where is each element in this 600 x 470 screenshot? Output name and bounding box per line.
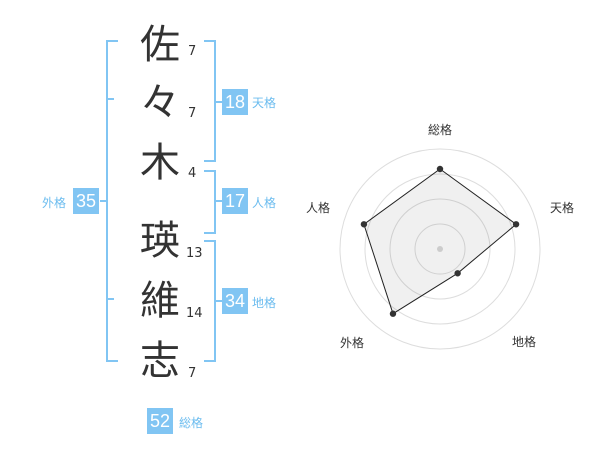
chikaku-value: 34 bbox=[222, 288, 248, 314]
soukaku-value: 52 bbox=[147, 408, 173, 434]
radar-axis-label-4: 人格 bbox=[305, 201, 330, 215]
bracket-tick-2 bbox=[106, 298, 114, 300]
stroke-count-6: 7 bbox=[188, 366, 197, 381]
stroke-count-5: 14 bbox=[186, 306, 203, 321]
gaikaku-value: 35 bbox=[73, 188, 99, 214]
chikaku-label: 地格 bbox=[252, 296, 277, 310]
radar-axis-label-0: 総格 bbox=[427, 123, 452, 137]
radar-series-polygon bbox=[363, 168, 517, 315]
radar-axis-label-1: 天格 bbox=[549, 201, 574, 215]
bracket-tick-1 bbox=[106, 98, 114, 100]
tenkaku-bracket-stem bbox=[216, 101, 222, 103]
name-char-3: 木 bbox=[140, 140, 180, 186]
stroke-count-4: 13 bbox=[186, 246, 203, 261]
radar-points bbox=[360, 165, 520, 317]
jinkaku-bracket-stem bbox=[216, 200, 222, 202]
radar-axis-label-3: 外格 bbox=[339, 336, 364, 350]
tenkaku-label: 天格 bbox=[252, 96, 277, 110]
radar-point-2 bbox=[454, 270, 461, 277]
chikaku-bracket-stem bbox=[216, 300, 222, 302]
stroke-count-2: 7 bbox=[188, 106, 197, 121]
radar-point-1 bbox=[512, 221, 520, 228]
name-char-6: 志 bbox=[140, 338, 180, 384]
chikaku-bracket bbox=[204, 240, 216, 362]
gaikaku-bracket bbox=[106, 40, 118, 362]
soukaku-label: 総格 bbox=[179, 416, 204, 430]
stroke-count-1: 7 bbox=[188, 44, 197, 59]
name-char-5: 維 bbox=[140, 278, 180, 324]
radar-point-0 bbox=[436, 165, 444, 173]
tenkaku-bracket bbox=[204, 40, 216, 162]
jinkaku-bracket bbox=[204, 170, 216, 234]
radar-point-4 bbox=[360, 221, 368, 228]
jinkaku-value: 17 bbox=[222, 188, 248, 214]
tenkaku-value: 18 bbox=[222, 89, 248, 115]
jinkaku-label: 人格 bbox=[252, 196, 277, 210]
name-char-1: 佐 bbox=[140, 22, 180, 68]
name-char-4: 瑛 bbox=[140, 218, 180, 264]
stroke-count-3: 4 bbox=[188, 166, 197, 181]
radar-ring-1 bbox=[414, 223, 466, 275]
radar-point-3 bbox=[389, 310, 397, 317]
name-char-2: 々 bbox=[140, 80, 180, 126]
gaikaku-bracket-stem bbox=[100, 200, 106, 202]
radar-axis-label-2: 地格 bbox=[511, 335, 536, 349]
radar-ring-3 bbox=[364, 173, 516, 325]
radar-center-dot bbox=[437, 246, 443, 252]
gaikaku-label: 外格 bbox=[42, 196, 67, 210]
radar-ring-2 bbox=[389, 198, 491, 300]
